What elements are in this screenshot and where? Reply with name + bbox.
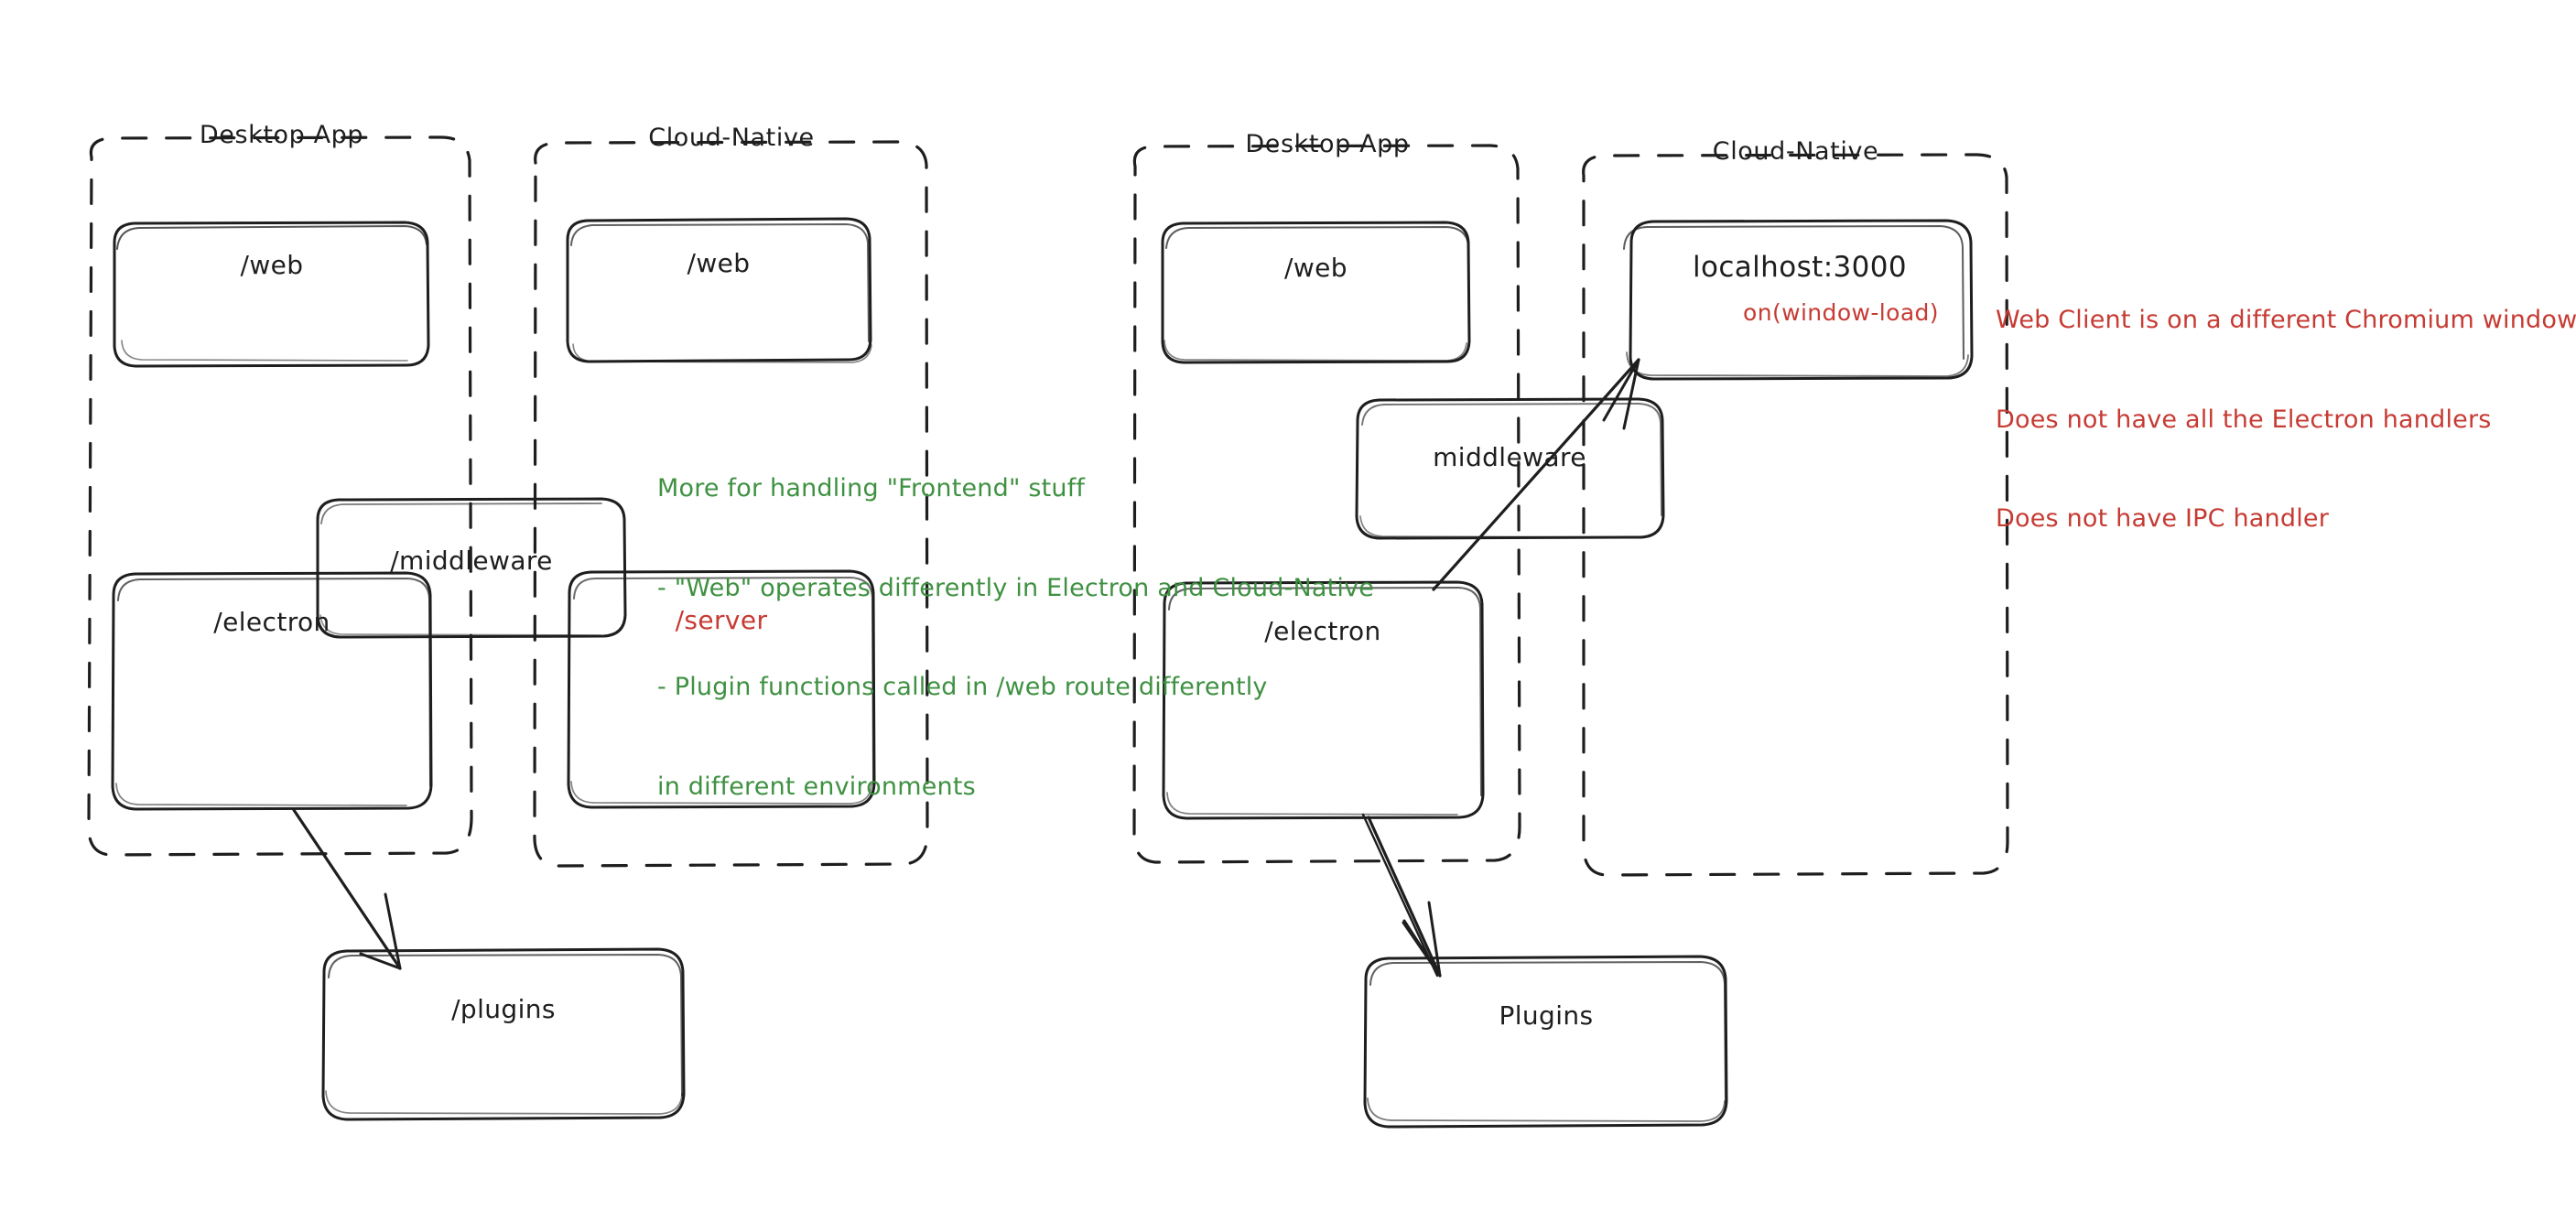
node-label-r-middleware: middleware — [1433, 442, 1586, 472]
node-l-plugins-outline-2 — [328, 954, 683, 1097]
node-l-cloud-web-outline — [566, 217, 872, 363]
node-r-middleware-outline-3 — [1359, 515, 1640, 538]
node-label-l-cloud-web: /web — [687, 248, 751, 278]
node-r-electron-outline-2 — [1168, 587, 1482, 796]
node-label-l-middleware: /middleware — [390, 546, 553, 576]
note-right-red: Web Client is on a different Chromium wi… — [1996, 238, 2576, 602]
edge-r-electron-to-plugins-line-b — [1361, 813, 1439, 978]
node-r-desktop-web-outline-2 — [1165, 226, 1469, 249]
node-l-middleware-outline — [316, 497, 627, 639]
node-l-plugins-outline-3 — [325, 1090, 683, 1115]
edge-l-electron-to-plugins-head-2 — [384, 892, 402, 970]
node-l-server-outline — [567, 569, 876, 809]
node-sublabel-r-localhost-on-window-load: on(window-load) — [1743, 299, 1939, 326]
note-right-red-line-2: Does not have all the Electron handlers — [1996, 405, 2492, 434]
node-r-middleware-outline — [1355, 397, 1665, 540]
edge-r-electron-to-plugins-line — [1367, 816, 1442, 978]
group-title-right-cloud: Cloud-Native — [1712, 137, 1879, 166]
node-l-server-outline-2 — [573, 577, 874, 785]
node-label-l-plugins: /plugins — [451, 994, 556, 1024]
edge-l-electron-to-plugins-head-1 — [359, 952, 402, 970]
edge-l-electron-to-plugins-line — [292, 808, 402, 970]
edge-r-electron-to-localhost-line — [1432, 358, 1640, 591]
node-r-plugins-outline-2 — [1369, 961, 1726, 1104]
node-l-desktop-web-outline-2 — [116, 225, 428, 250]
node-l-desktop-web-outline-3 — [121, 340, 408, 362]
node-label-l-server: /server — [675, 605, 768, 635]
node-r-plugins-outline-3 — [1367, 1097, 1726, 1122]
node-l-middleware-outline-2 — [320, 503, 602, 524]
note-right-red-line-3: Does not have IPC handler — [1996, 504, 2330, 534]
node-r-plugins-outline — [1363, 955, 1728, 1129]
node-label-r-electron: /electron — [1264, 616, 1381, 646]
node-label-l-desktop-web: /web — [240, 250, 304, 280]
group-left-desktop-outline — [87, 135, 473, 857]
note-left-green: More for handling "Frontend" stuff - "We… — [657, 406, 1374, 870]
node-r-localhost-outline-3 — [1626, 351, 1969, 377]
node-l-middleware-outline-3 — [319, 614, 602, 636]
note-right-red-line-1: Web Client is on a different Chromium wi… — [1996, 306, 2576, 335]
node-r-localhost-outline — [1629, 219, 1974, 381]
group-title-right-desktop: Desktop App — [1245, 130, 1410, 158]
node-l-cloud-web-outline-3 — [572, 343, 872, 363]
edge-r-electron-to-plugins-head-2 — [1402, 921, 1442, 978]
node-r-middleware-outline-2 — [1361, 403, 1662, 516]
node-r-localhost-outline-2 — [1623, 225, 1964, 360]
group-title-left-cloud: Cloud-Native — [648, 124, 815, 152]
note-left-green-line-4: in different environments — [657, 772, 976, 801]
group-title-left-desktop: Desktop App — [199, 121, 364, 149]
node-l-plugins-outline — [321, 947, 686, 1121]
edge-r-electron-to-plugins-head-3 — [1427, 901, 1442, 978]
edge-r-electron-to-localhost-head-2 — [1622, 358, 1640, 430]
note-left-green-line-2: - "Web" operates differently in Electron… — [657, 573, 1375, 602]
node-l-cloud-web-outline-2 — [570, 223, 870, 342]
note-left-green-line-1: More for handling "Frontend" stuff — [657, 474, 1086, 503]
node-label-l-electron: /electron — [213, 607, 330, 637]
node-l-electron-outline-3 — [115, 783, 407, 806]
node-r-electron-outline-3 — [1166, 792, 1458, 816]
node-l-server-outline-3 — [570, 781, 872, 805]
node-label-r-desktop-web: /web — [1284, 253, 1348, 283]
node-l-electron-outline-2 — [117, 578, 431, 787]
node-label-r-plugins: Plugins — [1499, 1000, 1594, 1031]
node-r-desktop-web-outline — [1161, 221, 1471, 364]
node-r-desktop-web-outline-3 — [1164, 340, 1467, 362]
node-l-electron-outline — [111, 571, 433, 811]
note-left-green-line-3: - Plugin functions called in /web route … — [657, 673, 1268, 702]
node-l-desktop-web-outline — [113, 221, 430, 368]
node-r-electron-outline — [1162, 580, 1485, 820]
edge-r-electron-to-localhost-head-1 — [1602, 358, 1640, 422]
node-label-r-localhost: localhost:3000 — [1692, 251, 1908, 284]
group-right-cloud-outline — [1582, 153, 2009, 877]
group-left-cloud-outline — [533, 140, 929, 868]
group-right-desktop-outline — [1132, 144, 1521, 864]
